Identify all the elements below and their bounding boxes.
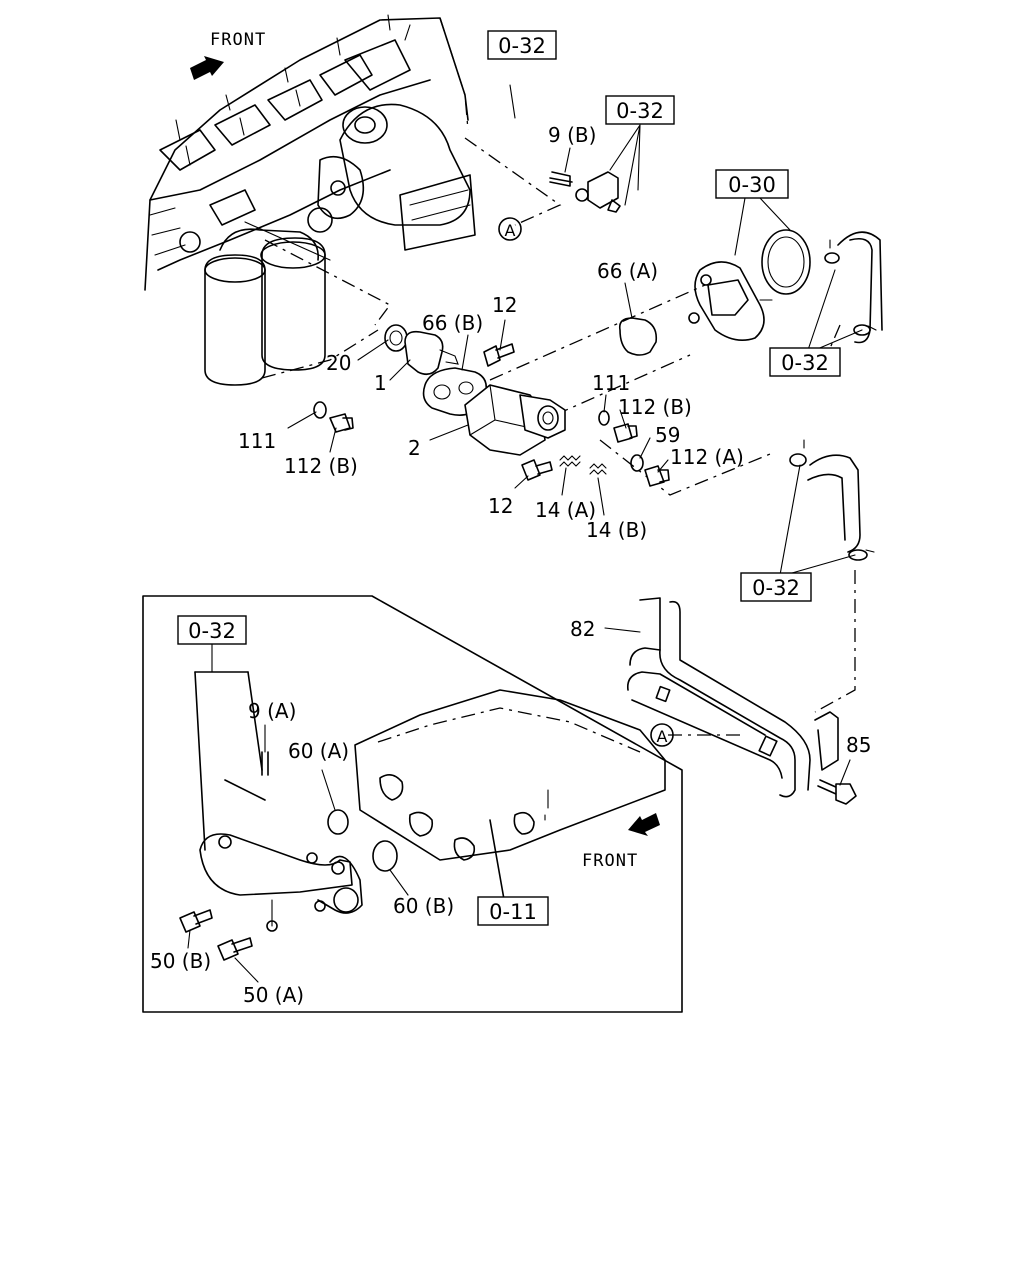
part-111-oring-right: [598, 410, 610, 426]
label-9a: 9 (A): [248, 699, 296, 723]
ref-box-011: 0-11: [477, 896, 549, 926]
label-14a: 14 (A): [535, 498, 596, 522]
label-82: 82: [570, 617, 595, 641]
label-leaders: [187, 84, 863, 983]
front-label-upper: FRONT: [210, 30, 266, 50]
label-112a: 112 (A): [670, 445, 744, 469]
part-9a-stud: [261, 751, 269, 776]
label-59: 59: [655, 423, 680, 447]
lower-hose-group: [789, 439, 875, 561]
part-20-seal-ring: [384, 324, 408, 352]
part-1-thermostat: [404, 330, 444, 376]
part-85-bolt: [817, 779, 857, 805]
label-112b-right: 112 (B): [618, 395, 692, 419]
svg-text:A: A: [657, 727, 668, 746]
ref-box-030: 0-30: [715, 169, 789, 199]
svg-text:A: A: [505, 221, 516, 240]
part-12-bolt-top: [483, 343, 515, 367]
leader-lines-upper: [261, 17, 856, 736]
label-14b: 14 (B): [586, 518, 647, 542]
part-66a-gasket: [618, 317, 658, 356]
label-20: 20: [326, 351, 351, 375]
part-112b-plug-left: [329, 413, 354, 433]
part-82-pipe-assembly: [626, 597, 839, 798]
ref-box-032-inset: 0-32: [177, 615, 247, 645]
part-59-oring: [630, 454, 644, 472]
label-12-bottom: 12: [488, 494, 513, 518]
ref-box-032-hose-upper: 0-32: [769, 347, 841, 377]
ref-box-032-top: 0-32: [487, 30, 557, 60]
svg-text:0-32: 0-32: [752, 576, 800, 600]
water-pump-flange: [688, 229, 811, 341]
label-12-top: 12: [492, 293, 517, 317]
label-66b: 66 (B): [422, 311, 483, 335]
part-14a-spring: [559, 455, 581, 467]
part-112a-plug: [644, 465, 670, 487]
label-85: 85: [846, 733, 871, 757]
bracket-clip: [575, 171, 621, 213]
svg-text:0-30: 0-30: [728, 173, 776, 197]
front-label-lower: FRONT: [582, 851, 638, 871]
part-50b-bolt: [179, 909, 213, 933]
label-112b-left: 112 (B): [284, 454, 358, 478]
label-50a: 50 (A): [243, 983, 304, 1007]
label-111-left: 111: [238, 429, 276, 453]
ref-box-032-clip: 0-32: [605, 95, 675, 125]
svg-text:0-11: 0-11: [489, 900, 537, 924]
label-1: 1: [374, 371, 387, 395]
label-9b: 9 (B): [548, 123, 596, 147]
inset-cylinder-head: [354, 689, 666, 906]
label-111-right: 111: [592, 371, 630, 395]
part-111-oring-left: [313, 401, 327, 419]
callout-marker-a-lower: A: [650, 723, 674, 747]
engine-block-drawing: [144, 14, 476, 386]
ref-box-032-hose-lower: 0-32: [740, 572, 812, 602]
label-66a: 66 (A): [597, 259, 658, 283]
thermostat-housing-group: [313, 317, 670, 487]
front-arrow-icon-upper: [190, 56, 224, 80]
svg-text:0-32: 0-32: [616, 99, 664, 123]
part-14b-spring: [589, 463, 607, 475]
part-112b-plug-right: [613, 423, 638, 443]
svg-text:0-32: 0-32: [781, 351, 829, 375]
inset-water-outlet-pipe: [194, 671, 363, 932]
callout-marker-a-upper: A: [498, 217, 522, 241]
label-2: 2: [408, 436, 421, 460]
label-50b: 50 (B): [150, 949, 211, 973]
label-60a: 60 (A): [288, 739, 349, 763]
part-60a-oring: [327, 809, 349, 835]
part-12-bolt-bottom: [521, 459, 553, 481]
upper-hose-group: [824, 231, 883, 344]
part-9b-stud: [549, 171, 573, 187]
part-50a-bolt: [217, 937, 253, 961]
part-60b-oring: [372, 840, 398, 872]
inset-panel-frame: [142, 595, 683, 1013]
svg-text:0-32: 0-32: [188, 619, 236, 643]
label-60b: 60 (B): [393, 894, 454, 918]
front-arrow-icon-lower: [628, 813, 660, 836]
svg-text:0-32: 0-32: [498, 34, 546, 58]
